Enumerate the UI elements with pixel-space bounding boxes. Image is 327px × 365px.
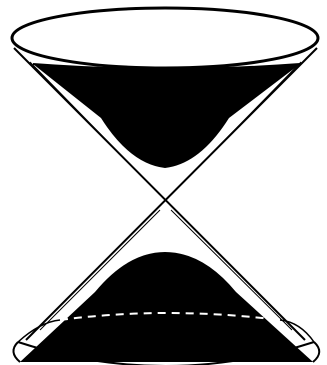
lower-cone-rim-right-cap bbox=[313, 342, 319, 362]
upper-black-region bbox=[33, 64, 300, 168]
upper-cone-rim bbox=[12, 8, 318, 68]
lower-cone-rim-left-cap bbox=[13, 342, 20, 362]
